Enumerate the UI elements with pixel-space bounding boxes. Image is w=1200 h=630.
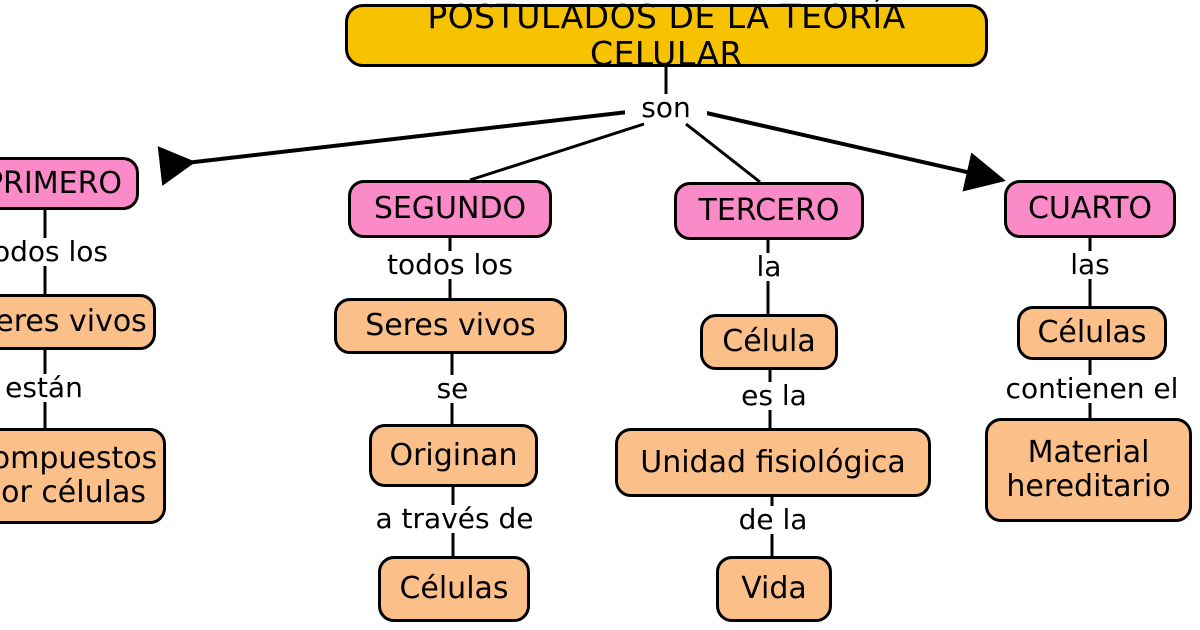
- node-primero-seres-vivos[interactable]: Seres vivos: [0, 294, 156, 350]
- node-tercero-celula[interactable]: Célula: [700, 314, 838, 370]
- link-label-segundo-2: se: [415, 375, 490, 403]
- link-label-tercero-3: de la: [717, 506, 829, 534]
- node-segundo-originan[interactable]: Originan: [369, 424, 538, 487]
- link-label-tercero-2: es la: [719, 382, 829, 410]
- node-segundo-seres-vivos[interactable]: Seres vivos: [334, 298, 567, 354]
- edge-son-to-cuarto: [701, 110, 1006, 192]
- link-label-cuarto-1: las: [1052, 251, 1128, 279]
- link-label-segundo-3: a través de: [362, 505, 547, 533]
- node-tercero-unidad-fisiologica[interactable]: Unidad fisiológica: [615, 428, 931, 497]
- node-root-title[interactable]: POSTULADOS DE LA TEORÍA CELULAR: [345, 0, 988, 71]
- node-primero-compuestos[interactable]: Compuestos por células: [0, 428, 166, 524]
- node-cuarto-material-hereditario[interactable]: Material hereditario: [985, 418, 1192, 522]
- edge-son-to-primero: [157, 110, 629, 186]
- edge-son-to-tercero: [685, 122, 761, 184]
- link-label-primero-2: están: [0, 374, 104, 402]
- node-heading-tercero[interactable]: TERCERO: [674, 182, 864, 240]
- node-segundo-celulas[interactable]: Células: [378, 556, 530, 622]
- edge-son-to-segundo: [469, 122, 645, 182]
- node-heading-segundo[interactable]: SEGUNDO: [348, 180, 552, 238]
- node-heading-primero[interactable]: PRIMERO: [0, 157, 139, 210]
- node-cuarto-celulas[interactable]: Células: [1017, 306, 1167, 360]
- link-label-cuarto-2: contienen el: [997, 375, 1187, 403]
- link-label-primero-1: todos los: [0, 238, 120, 266]
- link-label-tercero-1: la: [738, 253, 800, 281]
- link-label-segundo-1: todos los: [375, 251, 525, 279]
- node-heading-cuarto[interactable]: CUARTO: [1004, 180, 1176, 238]
- node-tercero-vida[interactable]: Vida: [716, 556, 832, 622]
- link-label-son: son: [625, 94, 707, 122]
